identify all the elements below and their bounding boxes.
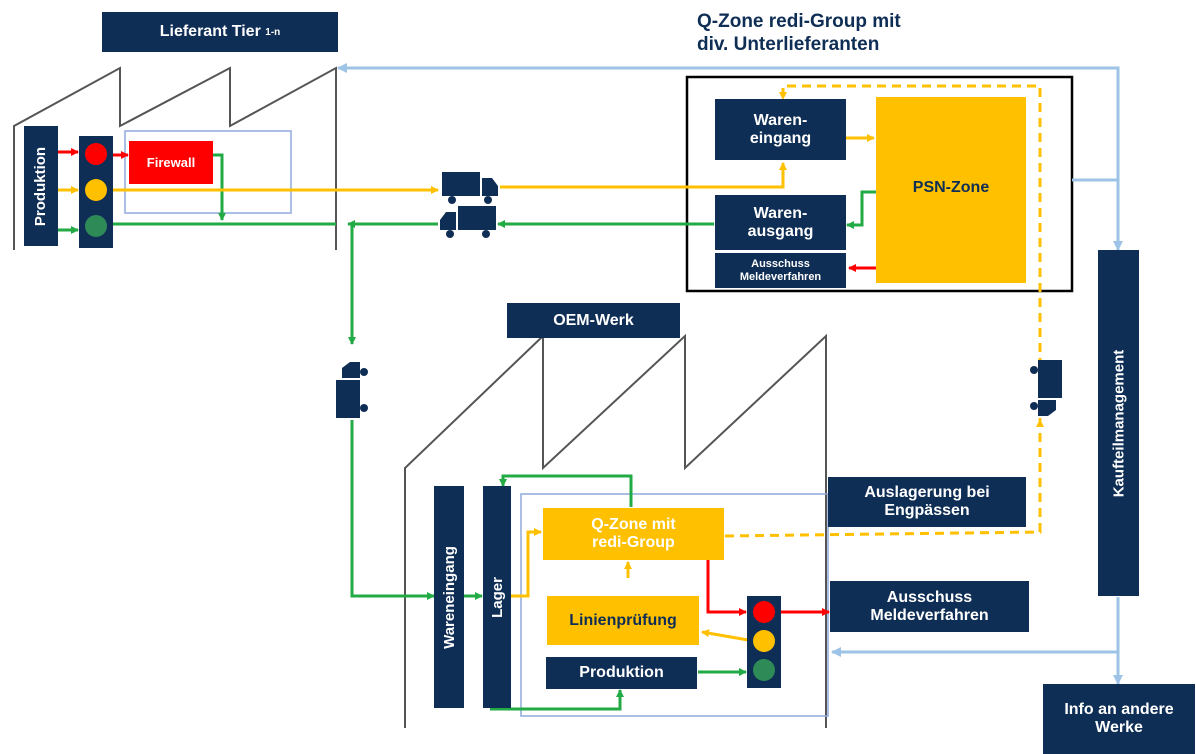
oem-traffic-light-icon <box>747 596 781 688</box>
oem-wareneingang: Wareneingang <box>434 486 464 708</box>
oem-produktion: Produktion <box>546 657 697 689</box>
oem-wareneingang-text: Wareneingang <box>440 545 458 649</box>
wareneingang-supplier: Waren- eingang <box>715 99 846 160</box>
truck-icon <box>336 362 368 418</box>
warenausgang-supplier-text: Waren- ausgang <box>747 204 814 240</box>
kaufteilmanagement-text: Kaufteilmanagement <box>1110 349 1128 497</box>
oem-linienpruefung-text: Linienprüfung <box>569 611 677 629</box>
truck-icon <box>440 206 496 238</box>
oem-lager: Lager <box>483 486 511 708</box>
supplier-production-text: Produktion <box>32 146 50 226</box>
truck-icon <box>1030 360 1062 416</box>
ausschuss-supplier: Ausschuss Meldeverfahren <box>715 253 846 288</box>
ausschuss-supplier-text: Ausschuss Meldeverfahren <box>739 257 822 283</box>
oem-produktion-text: Produktion <box>579 664 664 681</box>
qzone-title-line2: div. Unterlieferanten <box>697 34 880 55</box>
oem-qzone-text: Q-Zone mit redi-Group <box>591 516 676 551</box>
kaufteilmanagement: Kaufteilmanagement <box>1098 250 1139 596</box>
auslagerung-label: Auslagerung bei Engpässen <box>828 477 1026 527</box>
oem-linienpruefung: Linienprüfung <box>547 596 699 645</box>
info-andere-werke-text: Info an andere Werke <box>1064 701 1174 736</box>
firewall-text: Firewall <box>146 155 196 170</box>
firewall: Firewall <box>129 141 213 184</box>
psn-zone-area <box>876 97 1026 283</box>
supplier-factory-outline <box>13 66 337 250</box>
supplier-inner-area <box>124 130 292 214</box>
supplier-flows <box>58 134 876 600</box>
psn-zone-label: PSN-Zone <box>876 170 1026 206</box>
ausschuss-oem-label: Ausschuss Meldeverfahren <box>830 581 1029 632</box>
ausschuss-oem-text: Ausschuss Meldeverfahren <box>870 588 989 624</box>
qzone-supplier-frame <box>685 75 1074 293</box>
auslagerung-text: Auslagerung bei Engpässen <box>864 484 990 519</box>
truck-icon <box>442 172 498 204</box>
oem-flows <box>463 474 830 711</box>
qzone-title: Q-Zone redi-Group mit div. Unterlieferan… <box>697 10 901 56</box>
info-flow-lines <box>337 63 1123 685</box>
wareneingang-supplier-text: Waren- eingang <box>749 111 812 147</box>
supplier-traffic-light-icon <box>79 136 113 248</box>
supplier-production: Produktion <box>24 126 58 246</box>
oem-label: OEM-Werk <box>507 303 680 338</box>
oem-lager-text: Lager <box>488 576 506 618</box>
qzone-title-line1: Q-Zone redi-Group mit <box>697 11 901 32</box>
oem-qzone: Q-Zone mit redi-Group <box>543 508 724 560</box>
oem-inner-area <box>520 493 829 717</box>
supplier-label-sup: 1-n <box>265 26 281 38</box>
auslagerung-flow <box>724 84 1044 538</box>
supplier-label-text: Lieferant Tier <box>159 23 261 40</box>
warenausgang-supplier: Waren- ausgang <box>715 195 846 250</box>
oem-factory-outline <box>404 333 827 728</box>
supplier-label: Lieferant Tier 1-n <box>102 12 338 52</box>
info-andere-werke: Info an andere Werke <box>1043 684 1195 754</box>
psn-zone-text: PSN-Zone <box>912 179 990 196</box>
oem-label-text: OEM-Werk <box>553 311 634 329</box>
